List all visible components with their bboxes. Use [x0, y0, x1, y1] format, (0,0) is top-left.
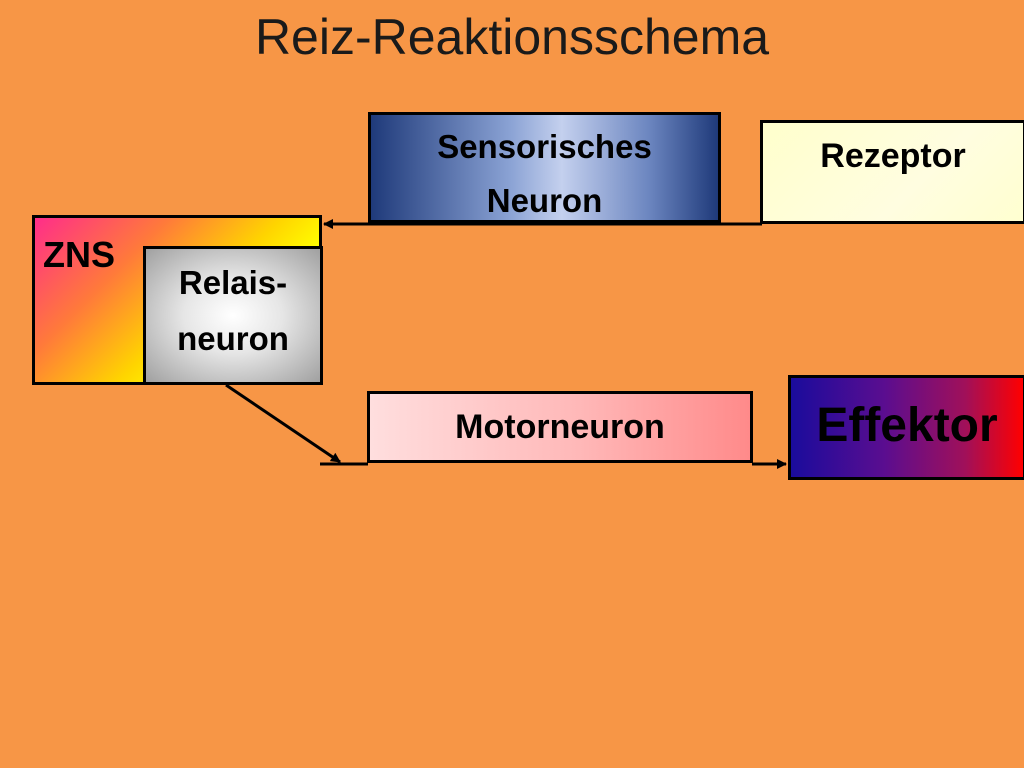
- effector-box: Effektor: [788, 375, 1024, 480]
- relay-neuron-label-line2: neuron: [177, 320, 289, 357]
- motor-neuron-box: Motorneuron: [367, 391, 753, 463]
- sensory-neuron-box: Sensorisches Neuron: [368, 112, 721, 223]
- rezeptor-box: Rezeptor: [760, 120, 1024, 224]
- rezeptor-label: Rezeptor: [820, 137, 966, 175]
- relay-arrow: [225, 383, 341, 464]
- slide-title: Reiz-Reaktionsschema: [254, 9, 770, 65]
- relay-neuron-box: Relais- neuron: [143, 246, 323, 385]
- sensory-neuron-label-line1: Sensorisches: [437, 128, 652, 165]
- relay-neuron-label-line1: Relais-: [178, 264, 288, 301]
- effector-label: Effektor: [816, 399, 998, 452]
- motor-neuron-label: Motorneuron: [455, 408, 665, 446]
- sensory-neuron-label-line2: Neuron: [486, 182, 603, 219]
- zns-label: ZNS: [43, 234, 115, 275]
